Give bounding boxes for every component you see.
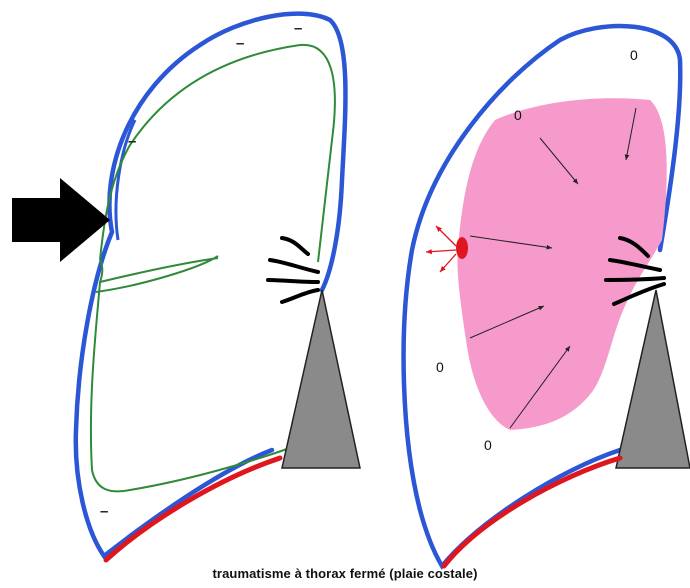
blood-drop-icon [456, 237, 468, 259]
zero-pressure-label: 0 [630, 47, 638, 63]
big-arrow-icon [12, 178, 110, 262]
minus-sign: – [128, 133, 136, 150]
minus-sign: – [294, 20, 302, 37]
zero-pressure-label: 0 [484, 437, 492, 453]
zero-pressure-label: 0 [436, 359, 444, 375]
right-diaphragm [444, 458, 620, 566]
left-lung-panel: – – – – [12, 14, 360, 560]
left-diaphragm [106, 458, 280, 560]
right-lung-panel: 0 0 0 0 [404, 26, 690, 566]
left-mediastinum [282, 290, 360, 468]
left-pleura-outline [76, 14, 346, 556]
right-mediastinum [616, 290, 690, 468]
bronchus-icon [268, 238, 318, 302]
minus-sign: – [236, 35, 244, 52]
minus-sign: – [100, 503, 108, 520]
zero-pressure-label: 0 [514, 107, 522, 123]
bleeding-arrows [426, 226, 456, 272]
figure-caption: traumatisme à thorax fermé (plaie costal… [0, 566, 690, 581]
